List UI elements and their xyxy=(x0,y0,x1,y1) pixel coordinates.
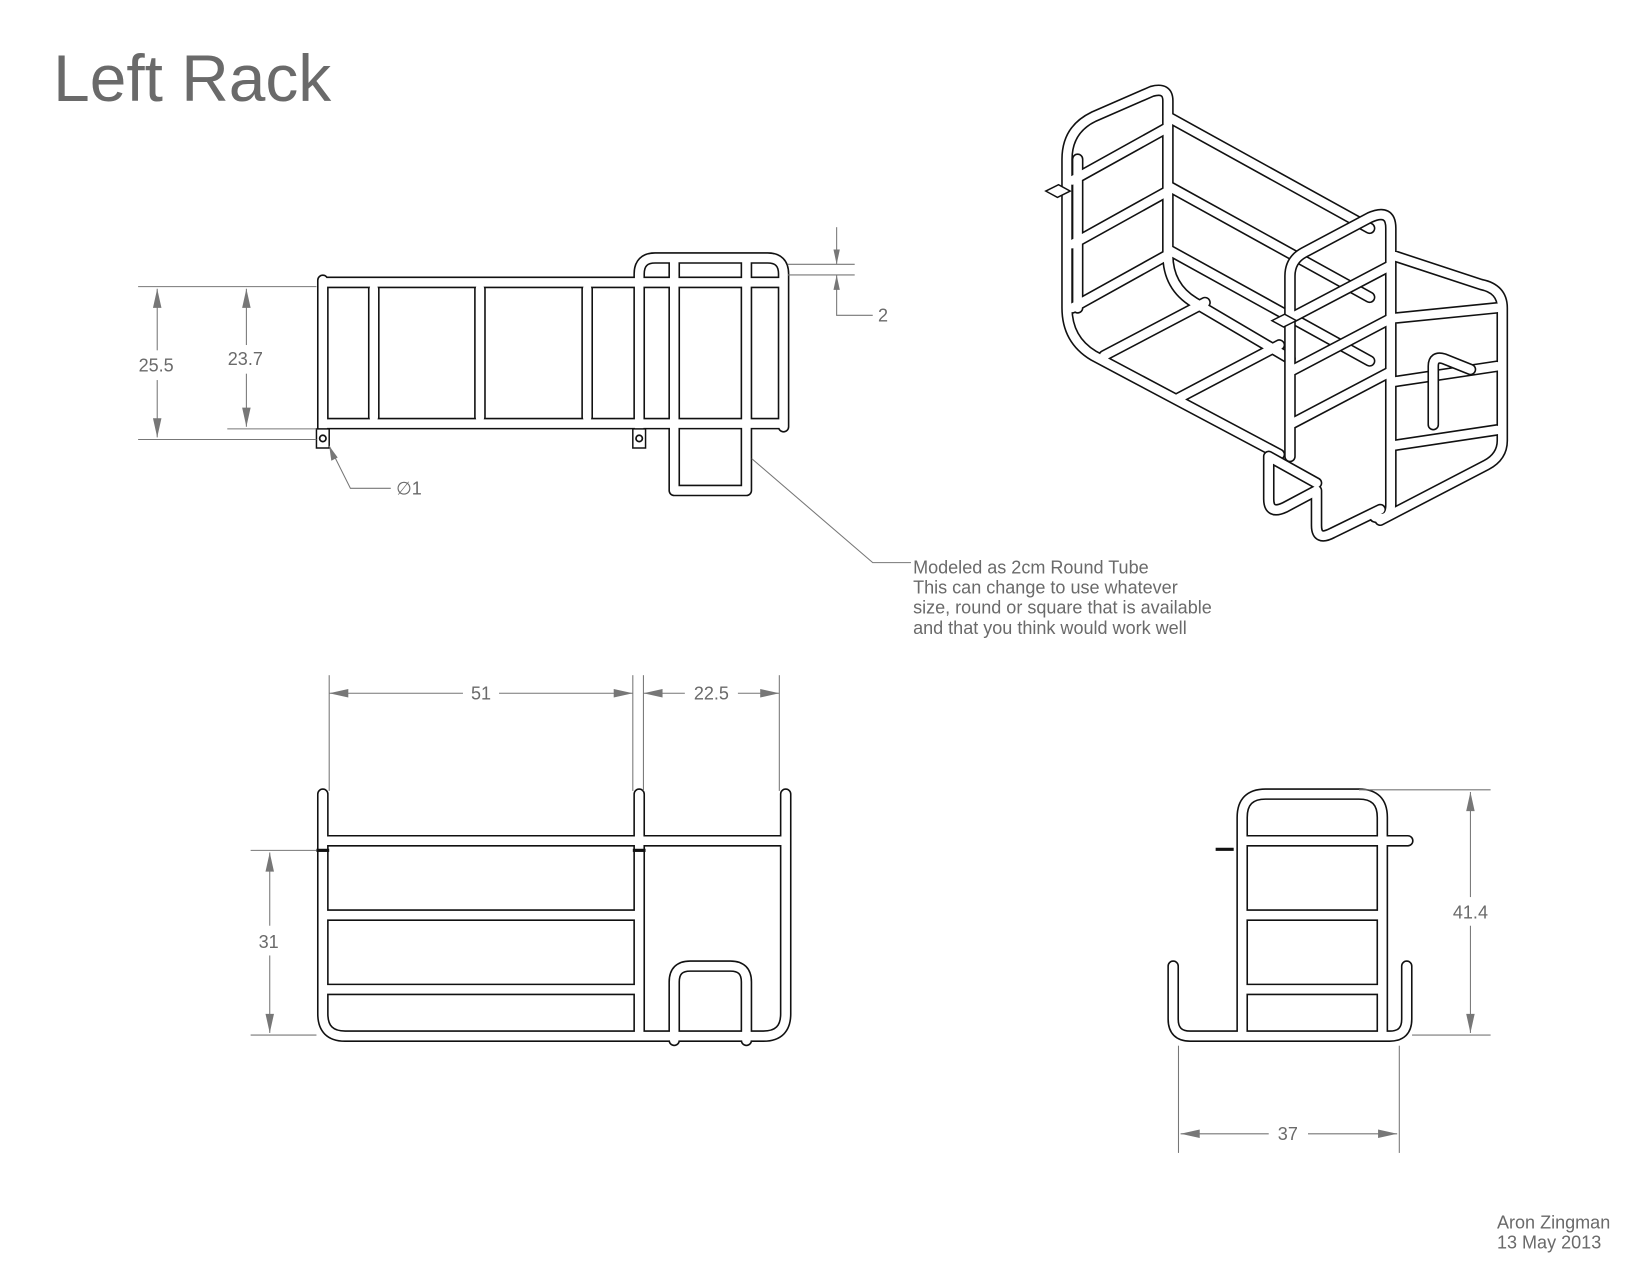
mount-tab-iso xyxy=(1044,183,1072,199)
mount-hole-right xyxy=(635,434,644,443)
note-line: size, round or square that is available xyxy=(913,598,1212,618)
mount-tab-left xyxy=(315,428,330,449)
mount-hole-left xyxy=(318,434,327,443)
dim-height: 31 xyxy=(259,932,279,952)
dim-inner-height: 23.7 xyxy=(228,349,263,369)
footer: Aron Zingman 13 May 2013 xyxy=(1497,1212,1610,1252)
dim-offset: 2 xyxy=(878,306,888,326)
mount-tab-right xyxy=(632,428,647,449)
top-view: 25.5 23.7 2 ∅1 xyxy=(138,227,911,564)
side-view: 41.4 37 xyxy=(1167,788,1491,1153)
dim-main-width: 51 xyxy=(471,684,491,704)
top-view-tubes xyxy=(316,252,790,497)
drawing-title: Left Rack xyxy=(53,41,331,115)
dim-hole-diameter: ∅1 xyxy=(396,479,422,499)
author: Aron Zingman xyxy=(1497,1212,1610,1232)
mount-tab-iso xyxy=(1270,313,1298,328)
dim-height: 41.4 xyxy=(1453,902,1488,922)
tube-note: Modeled as 2cm Round Tube This can chang… xyxy=(913,557,1212,638)
dim-width: 37 xyxy=(1278,1124,1298,1144)
date: 13 May 2013 xyxy=(1497,1232,1601,1252)
isometric-view xyxy=(1044,84,1509,542)
note-line: Modeled as 2cm Round Tube xyxy=(913,557,1149,577)
dim-side-width: 22.5 xyxy=(694,684,729,704)
dim-overall-height: 25.5 xyxy=(139,356,174,376)
note-line: and that you think would work well xyxy=(913,618,1187,638)
note-line: This can change to use whatever xyxy=(913,577,1178,597)
front-view: 51 22.5 31 xyxy=(250,675,792,1047)
